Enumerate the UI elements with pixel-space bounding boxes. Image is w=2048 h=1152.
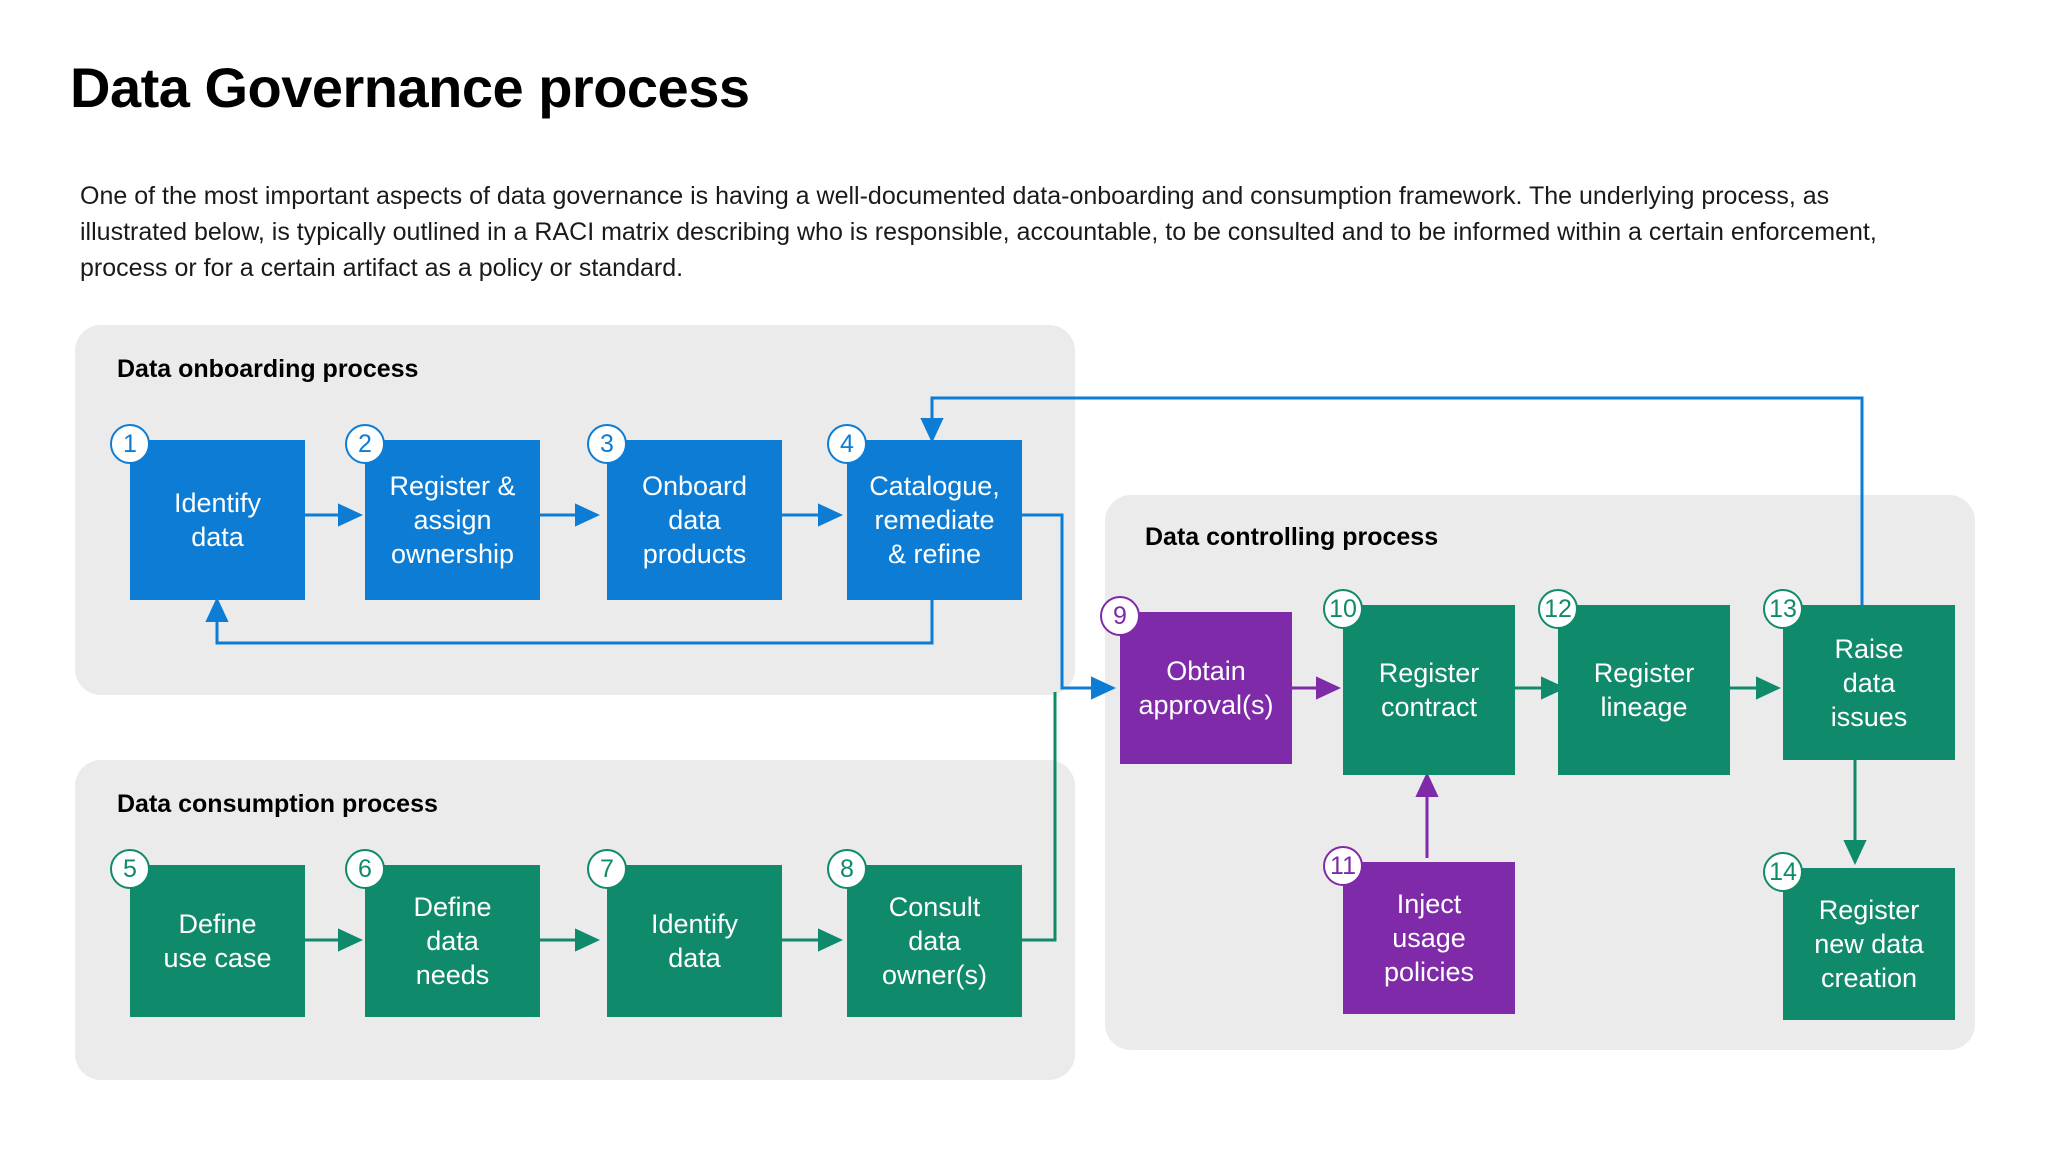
- node-3-onboard-data-products[interactable]: Onboard data products: [607, 440, 782, 600]
- badge-number: 10: [1329, 594, 1357, 623]
- badge-number: 7: [600, 854, 614, 883]
- badge-number: 1: [123, 429, 137, 458]
- badge-number: 4: [840, 429, 854, 458]
- node-4-catalogue-remediate-refine[interactable]: Catalogue, remediate & refine: [847, 440, 1022, 600]
- node-8-consult-data-owners[interactable]: Consult data owner(s): [847, 865, 1022, 1017]
- node-badge-13: 13: [1763, 589, 1803, 629]
- node-6-define-data-needs[interactable]: Define data needs: [365, 865, 540, 1017]
- group-title-consumption: Data consumption process: [117, 790, 438, 818]
- node-badge-5: 5: [110, 849, 150, 889]
- node-label: Identify data: [650, 909, 739, 973]
- node-badge-2: 2: [345, 424, 385, 464]
- node-label: Inject usage policies: [1383, 889, 1475, 987]
- node-label: Define use case: [163, 909, 272, 973]
- node-label: Onboard data products: [641, 471, 748, 569]
- node-label: Register & assign ownership: [389, 471, 516, 569]
- node-5-define-use-case[interactable]: Define use case: [130, 865, 305, 1017]
- badge-number: 2: [358, 429, 372, 458]
- node-7-identify-data[interactable]: Identify data: [607, 865, 782, 1017]
- intro-paragraph: One of the most important aspects of dat…: [80, 182, 1877, 282]
- node-badge-4: 4: [827, 424, 867, 464]
- node-label: Define data needs: [413, 892, 492, 990]
- node-badge-6: 6: [345, 849, 385, 889]
- node-11-inject-usage-policies[interactable]: Inject usage policies: [1343, 862, 1515, 1014]
- node-2-register-assign-ownership[interactable]: Register & assign ownership: [365, 440, 540, 600]
- node-label: Catalogue, remediate & refine: [869, 471, 1000, 569]
- badge-number: 13: [1769, 594, 1797, 623]
- node-label: Identify data: [173, 488, 262, 552]
- badge-number: 6: [358, 854, 372, 883]
- node-badge-14: 14: [1763, 852, 1803, 892]
- badge-number: 12: [1544, 594, 1572, 623]
- node-label: Register lineage: [1593, 658, 1695, 722]
- node-1-identify-data[interactable]: Identify data: [130, 440, 305, 600]
- badge-number: 14: [1769, 857, 1797, 886]
- node-badge-3: 3: [587, 424, 627, 464]
- node-label: Register contract: [1378, 658, 1480, 722]
- page-title: Data Governance process: [70, 56, 750, 119]
- badge-number: 11: [1330, 851, 1356, 880]
- node-13-raise-data-issues[interactable]: Raise data issues: [1783, 605, 1955, 760]
- badge-number: 5: [123, 854, 137, 883]
- node-badge-8: 8: [827, 849, 867, 889]
- node-label: Raise data issues: [1830, 633, 1908, 732]
- node-badge-12: 12: [1538, 589, 1578, 629]
- node-label: Obtain approval(s): [1138, 656, 1274, 720]
- node-label: Consult data owner(s): [881, 892, 988, 990]
- badge-number: 3: [600, 429, 614, 458]
- node-badge-1: 1: [110, 424, 150, 464]
- group-title-controlling: Data controlling process: [1145, 523, 1439, 551]
- node-badge-7: 7: [587, 849, 627, 889]
- node-badge-10: 10: [1323, 589, 1363, 629]
- node-badge-9: 9: [1100, 596, 1140, 636]
- badge-number: 8: [840, 854, 854, 883]
- badge-number: 9: [1113, 601, 1127, 630]
- node-10-register-contract[interactable]: Register contract: [1343, 605, 1515, 775]
- node-label: Register new data creation: [1814, 895, 1924, 993]
- node-12-register-lineage[interactable]: Register lineage: [1558, 605, 1730, 775]
- node-badge-11: 11: [1323, 846, 1363, 886]
- node-9-obtain-approvals[interactable]: Obtain approval(s): [1120, 612, 1292, 764]
- node-14-register-new-data-creation[interactable]: Register new data creation: [1783, 868, 1955, 1020]
- group-title-onboarding: Data onboarding process: [117, 355, 419, 383]
